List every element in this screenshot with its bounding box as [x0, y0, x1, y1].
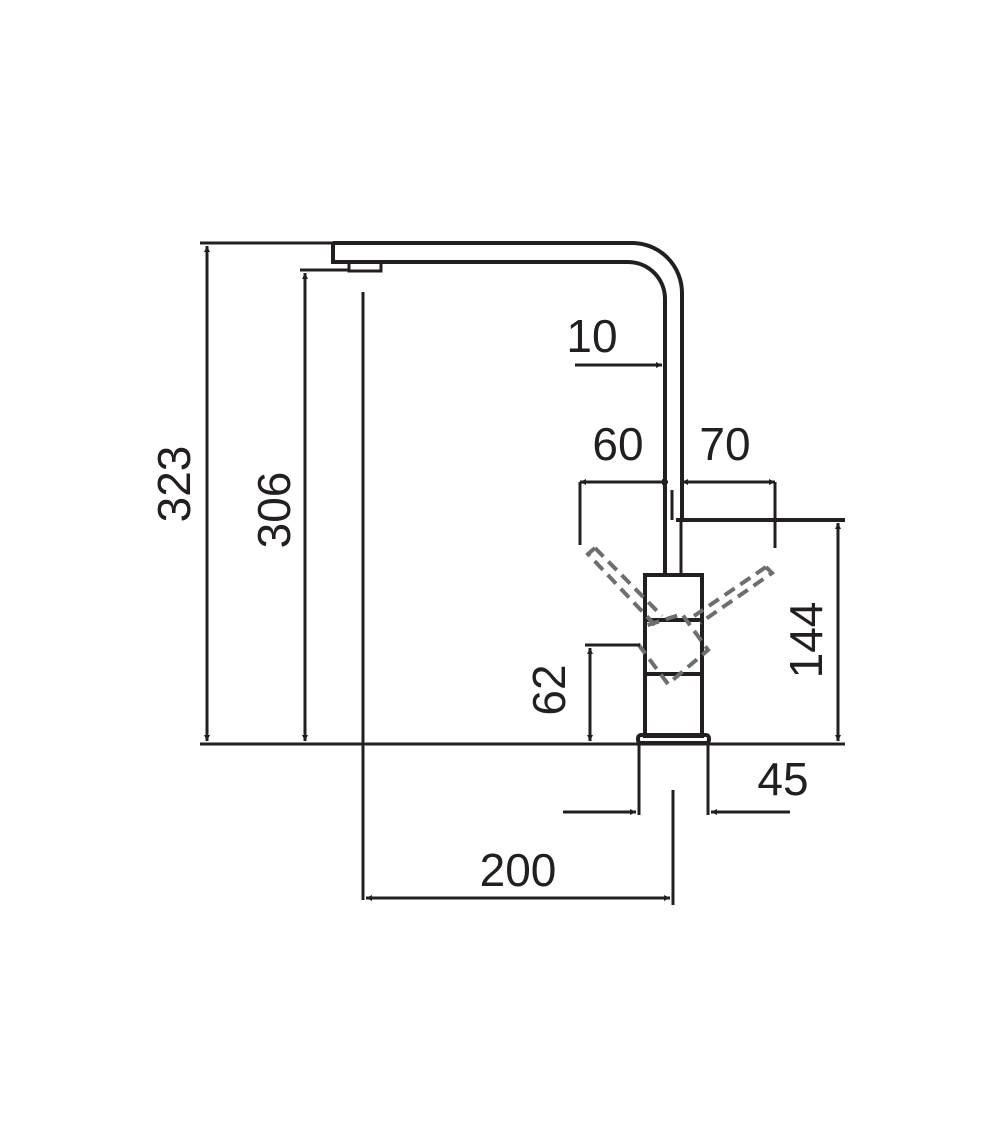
aerator	[347, 260, 383, 273]
dim-60-label: 60	[592, 418, 643, 470]
dim-45-label: 45	[757, 753, 808, 805]
base-plate	[636, 733, 711, 745]
spout-inner	[331, 243, 667, 575]
lever-rotation-ghost	[585, 546, 776, 687]
faucet-outline	[331, 241, 845, 815]
dim-10-label: 10	[566, 310, 617, 362]
dim-306-label: 306	[248, 472, 300, 549]
spout-outer	[333, 241, 684, 520]
dim-200-label: 200	[480, 844, 557, 896]
dim-323-label: 323	[148, 446, 200, 523]
dim-144-label: 144	[780, 602, 832, 679]
body	[643, 573, 704, 738]
dim-62-label: 62	[523, 664, 575, 715]
dim-70-label: 70	[699, 418, 750, 470]
